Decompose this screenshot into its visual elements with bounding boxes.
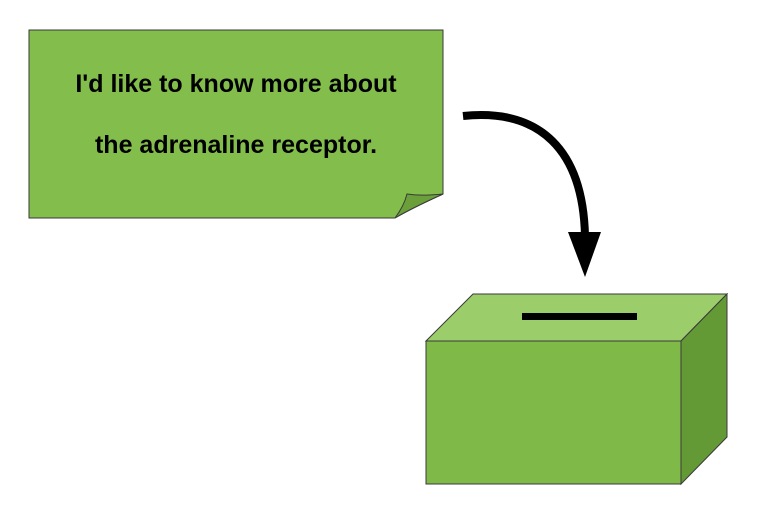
sticky-note-line-2: the adrenaline receptor. (95, 131, 377, 159)
curved-arrow-shaft (462, 111, 589, 237)
sticky-note-body (28, 29, 444, 219)
sticky-note-line-1: I'd like to know more about (75, 70, 397, 98)
curved-arrow-head (568, 232, 601, 277)
curved-arrow (462, 111, 601, 277)
suggestion-box-slot (522, 313, 637, 320)
suggestion-box-front (425, 340, 682, 485)
sticky-note-folded-corner (394, 193, 444, 219)
sticky-note: I'd like to know more about the adrenali… (28, 29, 444, 219)
suggestion-box (424, 292, 729, 486)
